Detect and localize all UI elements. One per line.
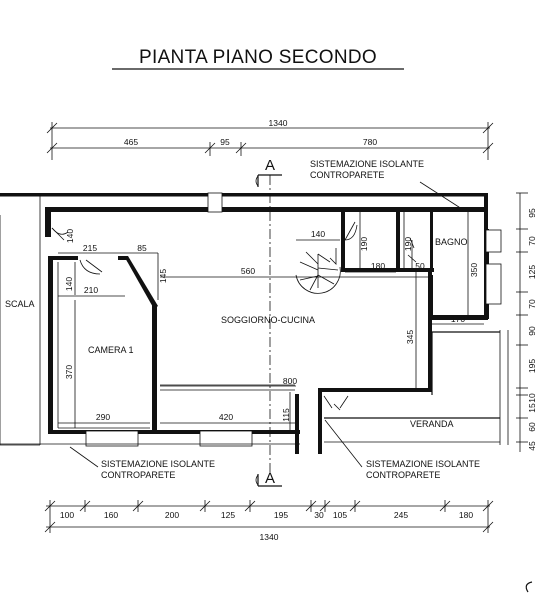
svg-text:170: 170 [451, 314, 465, 324]
note-bottom-right-line2: CONTROPARETE [366, 470, 440, 480]
section-label-bottom: A [265, 470, 275, 487]
svg-text:190: 190 [359, 237, 369, 251]
note-top-right: SISTEMAZIONE ISOLANTE CONTROPARETE [310, 159, 463, 210]
room-camera: CAMERA 1 [88, 345, 134, 355]
section-label-top: A [265, 157, 275, 174]
svg-text:160: 160 [104, 510, 118, 520]
svg-text:215: 215 [83, 243, 97, 253]
room-soggiorno: SOGGIORNO-CUCINA [221, 315, 315, 325]
note-bottom-left: SISTEMAZIONE ISOLANTE CONTROPARETE [69, 446, 215, 480]
svg-text:140: 140 [64, 277, 74, 291]
room-scala: SCALA [5, 299, 35, 309]
svg-text:245: 245 [394, 510, 408, 520]
svg-text:70: 70 [527, 299, 537, 309]
svg-text:195: 195 [274, 510, 288, 520]
svg-text:15: 15 [527, 403, 537, 413]
svg-text:180: 180 [459, 510, 473, 520]
dim-top-95: 95 [220, 137, 230, 147]
top-dimensions: 1340 465 95 780 [46, 118, 494, 160]
svg-text:90: 90 [527, 326, 537, 336]
svg-text:100: 100 [60, 510, 74, 520]
svg-text:370: 370 [64, 365, 74, 379]
note-bottom-left-line1: SISTEMAZIONE ISOLANTE [101, 459, 215, 469]
corner-mark-icon [525, 581, 533, 593]
svg-text:50: 50 [415, 261, 425, 271]
svg-text:85: 85 [137, 243, 147, 253]
svg-text:210: 210 [84, 285, 98, 295]
svg-text:60: 60 [527, 422, 537, 432]
svg-text:30: 30 [314, 510, 324, 520]
bottom-dimensions: 100 160 200 125 195 30 105 245 180 1340 [44, 500, 494, 542]
interior-dimensions: 560 800 420 290 370 215 85 145 140 210 1… [58, 212, 484, 430]
dim-bottom-total: 1340 [260, 532, 279, 542]
svg-text:70: 70 [527, 236, 537, 246]
svg-text:345: 345 [405, 330, 415, 344]
svg-text:560: 560 [241, 266, 255, 276]
svg-text:195: 195 [527, 359, 537, 373]
svg-text:105: 105 [333, 510, 347, 520]
note-top-right-line1: SISTEMAZIONE ISOLANTE [310, 159, 424, 169]
svg-text:125: 125 [527, 265, 537, 279]
dim-top-total: 1340 [269, 118, 288, 128]
stair [295, 248, 341, 294]
section-marker-bottom: A [255, 470, 282, 487]
svg-text:95: 95 [527, 208, 537, 218]
walls [0, 192, 509, 454]
svg-text:10: 10 [527, 393, 537, 403]
room-veranda: VERANDA [410, 419, 454, 429]
dim-top-465: 465 [124, 137, 138, 147]
svg-text:180: 180 [371, 261, 385, 271]
svg-text:145: 145 [158, 269, 168, 283]
note-bottom-right-line1: SISTEMAZIONE ISOLANTE [366, 459, 480, 469]
svg-text:45: 45 [527, 441, 537, 451]
dim-top-780: 780 [363, 137, 377, 147]
room-bagno: BAGNO [435, 237, 468, 247]
svg-text:115: 115 [281, 408, 291, 422]
right-dimensions: 95 70 125 70 90 195 10 15 60 45 [516, 192, 537, 452]
svg-text:190: 190 [403, 237, 413, 251]
svg-text:125: 125 [221, 510, 235, 520]
svg-text:420: 420 [219, 412, 233, 422]
svg-text:350: 350 [469, 263, 479, 277]
svg-text:290: 290 [96, 412, 110, 422]
svg-text:140: 140 [65, 229, 75, 243]
note-bottom-left-line2: CONTROPARETE [101, 470, 175, 480]
section-marker-top: A [255, 157, 282, 187]
note-bottom-right: SISTEMAZIONE ISOLANTE CONTROPARETE [324, 419, 480, 480]
svg-text:200: 200 [165, 510, 179, 520]
plan-title: PIANTA PIANO SECONDO [139, 47, 377, 68]
svg-text:800: 800 [283, 376, 297, 386]
note-top-right-line2: CONTROPARETE [310, 170, 384, 180]
svg-text:140: 140 [311, 229, 325, 239]
